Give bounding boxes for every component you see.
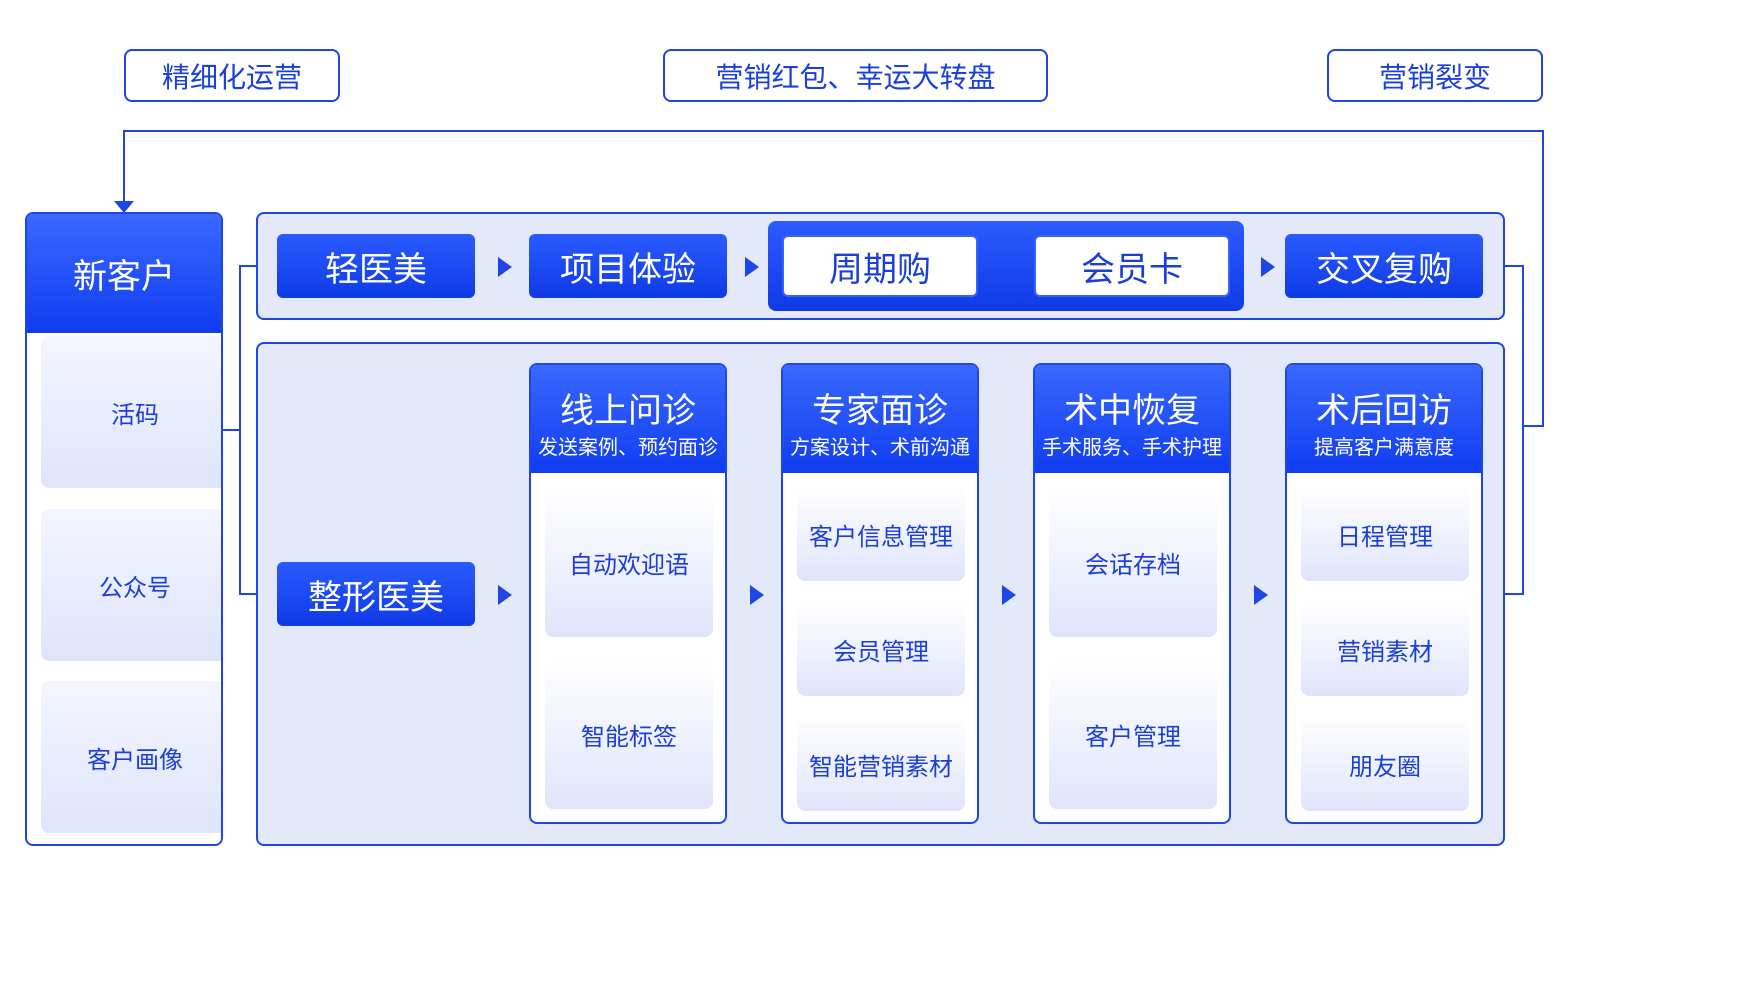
arrow-right-icon (498, 257, 512, 277)
stage-subtitle: 手术服务、手术护理 (1042, 435, 1222, 459)
stage-subtitle: 方案设计、术前沟通 (790, 435, 970, 459)
stage-item: 自动欢迎语 (545, 487, 713, 637)
connector-top-horizontal (123, 130, 1544, 132)
stage-header: 线上问诊 发送案例、预约面诊 (531, 365, 725, 473)
connector-left-top-branch (239, 265, 257, 267)
stage-header: 术中恢复 手术服务、手术护理 (1035, 365, 1229, 473)
label-fine-operation: 精细化运营 (124, 49, 340, 102)
new-customer-column: 新客户 活码 公众号 客户画像 (25, 212, 223, 846)
left-item-customer-profile: 客户画像 (41, 681, 221, 833)
stage-title: 线上问诊 (560, 391, 696, 431)
arrow-right-icon (1261, 257, 1275, 277)
stage-postoperative-followup: 术后回访 提高客户满意度 日程管理 营销素材 朋友圈 (1285, 363, 1483, 824)
stage-item: 会员管理 (797, 602, 965, 696)
stage-item: 营销素材 (1301, 602, 1469, 696)
down-arrow-icon (114, 201, 134, 213)
step-periodic-purchase: 周期购 (782, 235, 978, 297)
connector-right-bottom-branch (1505, 593, 1524, 595)
arrow-right-icon (498, 585, 512, 605)
left-item-live-code: 活码 (41, 336, 221, 488)
stage-item: 朋友圈 (1301, 717, 1469, 811)
connector-top-right-vertical (1542, 130, 1544, 427)
stage-item: 客户管理 (1049, 659, 1217, 809)
label-marketing-redpacket-wheel: 营销红包、幸运大转盘 (663, 49, 1048, 102)
step-membership-card: 会员卡 (1034, 235, 1230, 297)
stage-item: 智能营销素材 (797, 717, 965, 811)
stage-title: 术后回访 (1316, 391, 1452, 431)
arrow-right-icon (750, 585, 764, 605)
connector-top-right-stub (1524, 425, 1544, 427)
stage-subtitle: 发送案例、预约面诊 (538, 435, 718, 459)
connector-right-vertical (1522, 265, 1524, 595)
arrow-right-icon (1254, 585, 1268, 605)
stage-title: 术中恢复 (1064, 391, 1200, 431)
stage-expert-consultation: 专家面诊 方案设计、术前沟通 客户信息管理 会员管理 智能营销素材 (781, 363, 979, 824)
step-cross-repurchase: 交叉复购 (1285, 234, 1483, 298)
new-customer-title: 新客户 (27, 214, 221, 333)
stage-header: 术后回访 提高客户满意度 (1287, 365, 1481, 473)
connector-top-left-vertical (123, 130, 125, 202)
arrow-right-icon (1002, 585, 1016, 605)
stage-item: 会话存档 (1049, 487, 1217, 637)
stage-subtitle: 提高客户满意度 (1314, 435, 1454, 459)
connector-right-top-branch (1505, 265, 1524, 267)
step-project-experience: 项目体验 (529, 234, 727, 298)
label-marketing-fission: 营销裂变 (1327, 49, 1543, 102)
stage-online-consultation: 线上问诊 发送案例、预约面诊 自动欢迎语 智能标签 (529, 363, 727, 824)
stage-intraoperative-recovery: 术中恢复 手术服务、手术护理 会话存档 客户管理 (1033, 363, 1231, 824)
connector-left-bottom-branch (239, 593, 257, 595)
stage-header: 专家面诊 方案设计、术前沟通 (783, 365, 977, 473)
arrow-right-icon (745, 257, 759, 277)
stage-item: 智能标签 (545, 659, 713, 809)
stage-item: 客户信息管理 (797, 487, 965, 581)
left-item-official-account: 公众号 (41, 509, 221, 661)
stage-title: 专家面诊 (812, 391, 948, 431)
step-light-aesthetics: 轻医美 (277, 234, 475, 298)
step-plastic-surgery: 整形医美 (277, 562, 475, 626)
stage-item: 日程管理 (1301, 487, 1469, 581)
connector-left-vertical (239, 265, 241, 595)
connector-left-stub (223, 429, 241, 431)
